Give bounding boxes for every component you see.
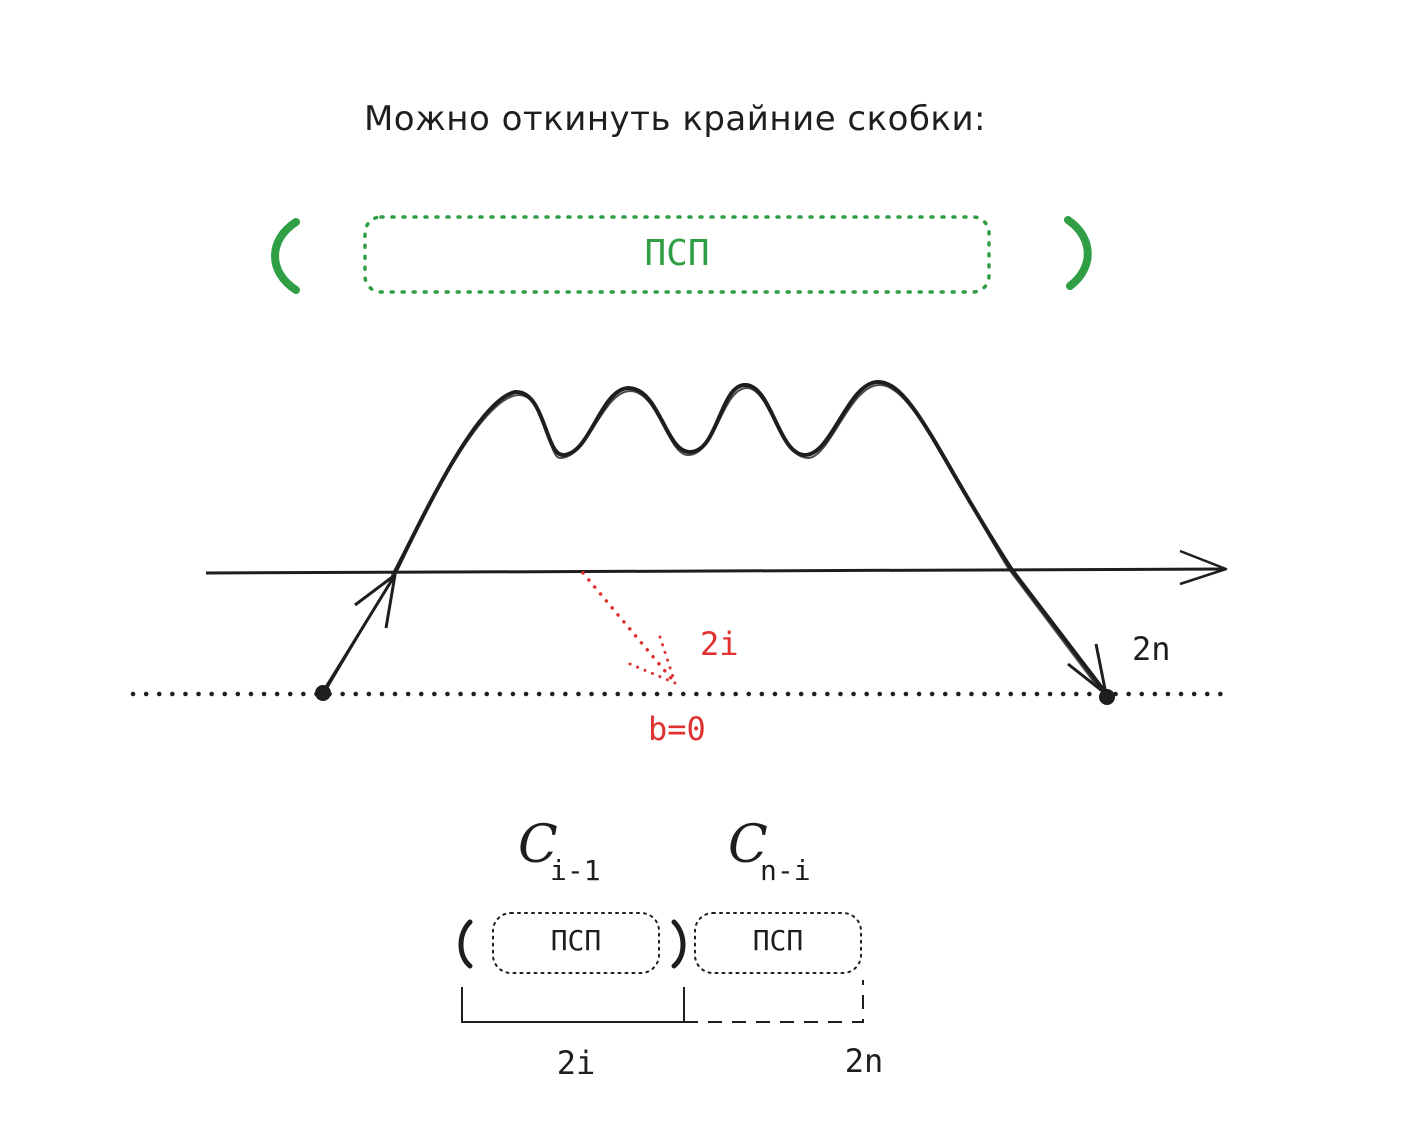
bottom-label-2n: 2n bbox=[845, 1042, 884, 1080]
catalan-right-subscript: n-i bbox=[760, 854, 811, 887]
x-axis-line bbox=[205, 567, 1225, 575]
red-dotted-shift-line bbox=[581, 571, 677, 685]
bottom-open-paren bbox=[458, 919, 473, 969]
top-psp-label: ПСП bbox=[644, 233, 709, 274]
bottom-label-2i: 2i bbox=[557, 1044, 596, 1082]
top-psp-box bbox=[363, 215, 991, 294]
catalan-left-symbol: C bbox=[518, 815, 558, 875]
path-graph: 2i 2n b=0 bbox=[130, 380, 1228, 748]
dyck-path-curve bbox=[393, 380, 1107, 694]
catalan-left-subscript: i-1 bbox=[550, 854, 601, 887]
graph-label-2n: 2n bbox=[1132, 630, 1171, 668]
bottom-left-psp-box bbox=[492, 912, 660, 974]
start-arrow-line-sketch bbox=[325, 578, 393, 691]
catalan-right-symbol: C bbox=[728, 815, 768, 875]
x-axis-arrowhead-icon bbox=[1179, 549, 1228, 586]
start-point bbox=[315, 685, 331, 701]
top-close-paren bbox=[1064, 216, 1092, 290]
dyck-path-curve-sketch bbox=[391, 383, 1101, 691]
bottom-right-psp-label: ПСП bbox=[753, 924, 804, 957]
bottom-left-psp-label: ПСП bbox=[551, 924, 602, 957]
bottom-decomposition: C i-1 C n-i ПСП ПСП 2i 2n bbox=[458, 815, 884, 1082]
bracket-2i bbox=[461, 987, 685, 1023]
graph-label-b0: b=0 bbox=[648, 710, 706, 748]
bottom-right-psp-box bbox=[694, 912, 862, 974]
bracket-2n bbox=[684, 980, 864, 1023]
end-point bbox=[1099, 689, 1115, 705]
red-dotted-arrowhead-left bbox=[628, 662, 677, 685]
top-psp-group: ПСП bbox=[271, 215, 1092, 294]
top-open-paren bbox=[271, 218, 300, 294]
start-arrowhead-icon bbox=[354, 573, 397, 629]
bottom-close-paren bbox=[671, 919, 686, 969]
graph-label-2i: 2i bbox=[700, 625, 739, 663]
diagram-title: Можно откинуть крайние скобки: bbox=[364, 99, 986, 139]
red-dotted-arrowhead-right bbox=[658, 635, 677, 685]
